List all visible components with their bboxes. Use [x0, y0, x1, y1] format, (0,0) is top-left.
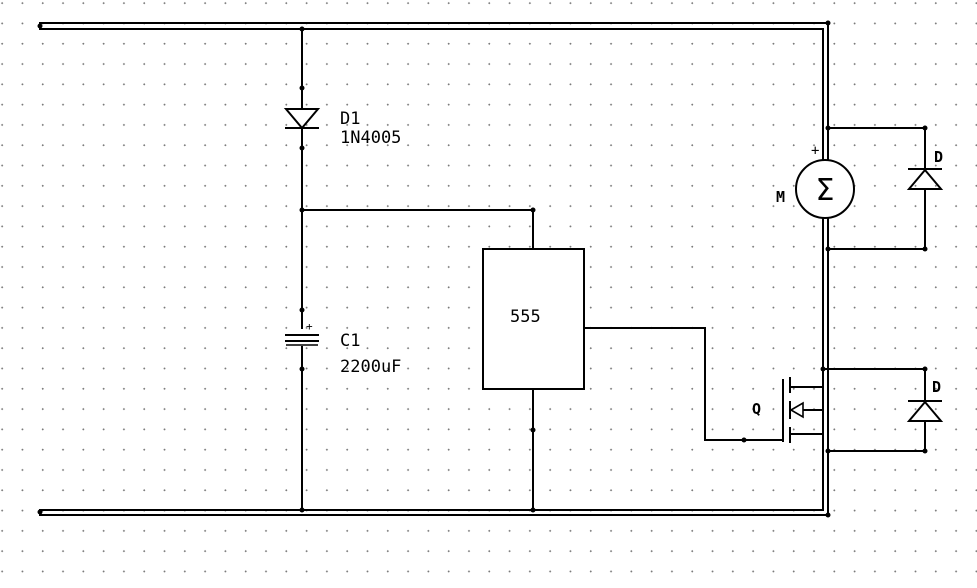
motor-sigma-glyph: Σ: [816, 173, 835, 208]
mosfet-ref-label: Q: [752, 400, 761, 418]
motor-polarity-label: +: [811, 143, 819, 159]
timer-555-block: [482, 248, 585, 390]
timer-555-label: 555: [510, 307, 541, 327]
diode-d1-symbol: [283, 108, 321, 130]
motor-diode-ref-label: D: [934, 148, 943, 166]
motor-m-symbol: [795, 159, 855, 219]
junction-dots: [37, 20, 928, 518]
supply-branch-wire: [301, 28, 534, 511]
d1-ref-label: D1: [340, 109, 360, 129]
motor-flyback-wire: [827, 127, 926, 250]
flyback-diode-motor-symbol: [906, 168, 944, 190]
fet-flyback-wire: [822, 368, 926, 452]
gate-drive-wire: [583, 327, 784, 441]
bottom-rail-wire: [39, 509, 829, 516]
fet-diode-ref-label: D: [932, 378, 941, 396]
capacitor-c1-symbol: [285, 334, 319, 346]
mosfet-q-symbol: [782, 377, 824, 443]
d1-value-label: 1N4005: [340, 128, 401, 148]
c1-ref-label: C1: [340, 331, 360, 351]
c1-polarity-label: +: [306, 320, 313, 333]
flyback-diode-fet-symbol: [906, 400, 944, 422]
top-rail-wire: [39, 22, 829, 516]
motor-ref-label: M: [776, 188, 785, 206]
c1-value-label: 2200uF: [340, 357, 401, 377]
